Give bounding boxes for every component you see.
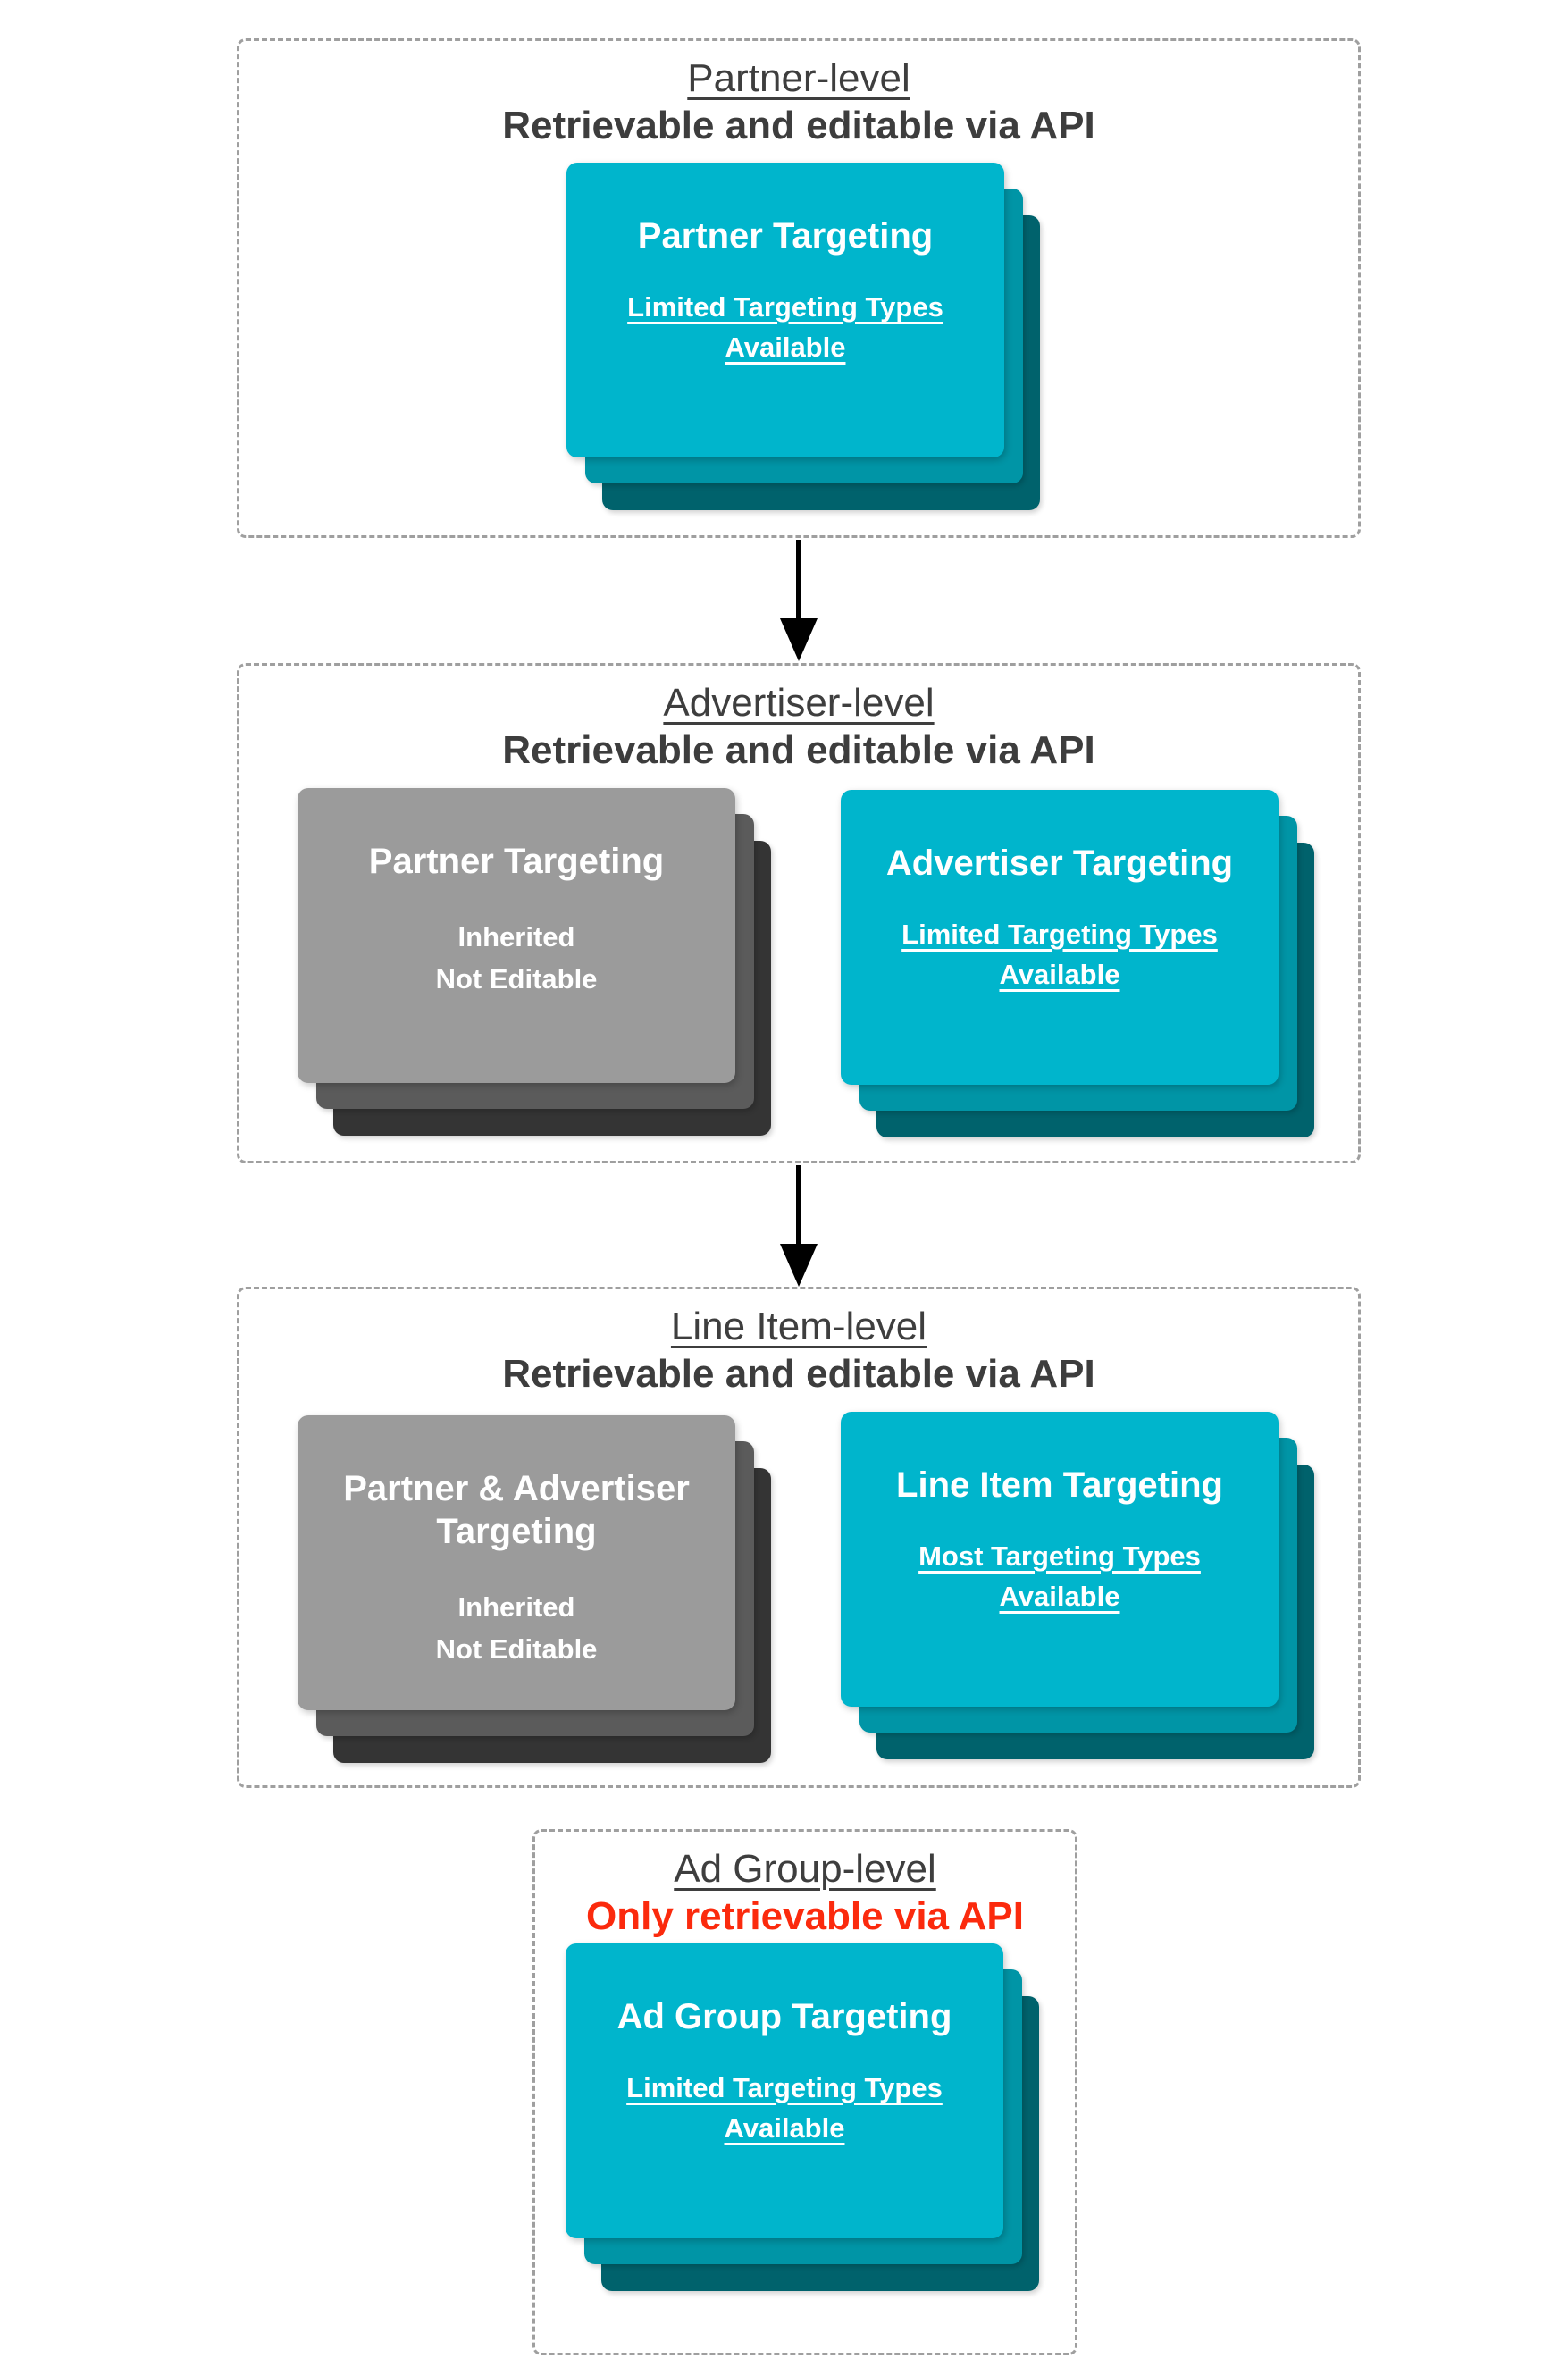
card-stack-inherited-partner-advertiser-targeting: Partner & Advertiser Targeting Inherited… xyxy=(298,1415,773,1764)
card-subtitle: Limited Targeting Types Available xyxy=(626,2072,943,2144)
card-title: Ad Group Targeting xyxy=(616,1997,952,2036)
card-stack-partner-targeting: Partner Targeting Limited Targeting Type… xyxy=(566,163,1042,511)
card-line: Not Editable xyxy=(435,962,598,995)
section-title: Advertiser-level xyxy=(663,681,935,725)
section-subtitle: Retrievable and editable via API xyxy=(502,104,1095,147)
section-ad-group-level: Ad Group-level Only retrievable via API … xyxy=(532,1829,1077,2355)
card-stack-ad-group-targeting: Ad Group Targeting Limited Targeting Typ… xyxy=(566,1943,1041,2292)
card-advertiser-targeting: Advertiser Targeting Limited Targeting T… xyxy=(841,790,1279,1085)
section-title: Partner-level xyxy=(687,56,910,100)
card-subtitle: Limited Targeting Types Available xyxy=(627,291,943,363)
card-title: Partner Targeting xyxy=(637,216,934,256)
card-status-lines: Inherited Not Editable xyxy=(436,917,598,1000)
card-line: Inherited xyxy=(457,921,575,953)
card-status-lines: Inherited Not Editable xyxy=(436,1587,598,1670)
card-title: Partner Targeting xyxy=(368,842,665,881)
card-subtitle: Most Targeting Types Available xyxy=(918,1540,1201,1612)
card-line-item-targeting: Line Item Targeting Most Targeting Types… xyxy=(841,1412,1279,1707)
card-line: Inherited xyxy=(457,1591,575,1623)
arrow-down-icon xyxy=(780,1165,818,1287)
section-subtitle: Only retrievable via API xyxy=(586,1894,1024,1938)
card-stack-inherited-partner-targeting: Partner Targeting Inherited Not Editable xyxy=(298,788,773,1137)
card-title: Advertiser Targeting xyxy=(885,844,1234,883)
card-partner-advertiser-targeting-inherited: Partner & Advertiser Targeting Inherited… xyxy=(298,1415,735,1710)
section-title: Ad Group-level xyxy=(674,1847,936,1891)
card-line: Not Editable xyxy=(435,1633,598,1665)
section-subtitle: Retrievable and editable via API xyxy=(502,1352,1095,1396)
section-line-item-level: Line Item-level Retrievable and editable… xyxy=(237,1287,1361,1788)
section-title: Line Item-level xyxy=(670,1305,927,1348)
card-title: Line Item Targeting xyxy=(896,1465,1223,1505)
card-ad-group-targeting: Ad Group Targeting Limited Targeting Typ… xyxy=(566,1943,1003,2238)
card-title: Partner & Advertiser Targeting xyxy=(343,1469,690,1551)
card-partner-targeting: Partner Targeting Limited Targeting Type… xyxy=(566,163,1004,457)
card-subtitle: Limited Targeting Types Available xyxy=(901,919,1218,990)
card-stack-line-item-targeting: Line Item Targeting Most Targeting Types… xyxy=(841,1412,1316,1760)
card-partner-targeting-inherited: Partner Targeting Inherited Not Editable xyxy=(298,788,735,1083)
arrow-down-icon xyxy=(780,540,818,661)
section-advertiser-level: Advertiser-level Retrievable and editabl… xyxy=(237,663,1361,1163)
card-stack-advertiser-targeting: Advertiser Targeting Limited Targeting T… xyxy=(841,790,1316,1138)
section-partner-level: Partner-level Retrievable and editable v… xyxy=(237,38,1361,538)
section-subtitle: Retrievable and editable via API xyxy=(502,728,1095,772)
